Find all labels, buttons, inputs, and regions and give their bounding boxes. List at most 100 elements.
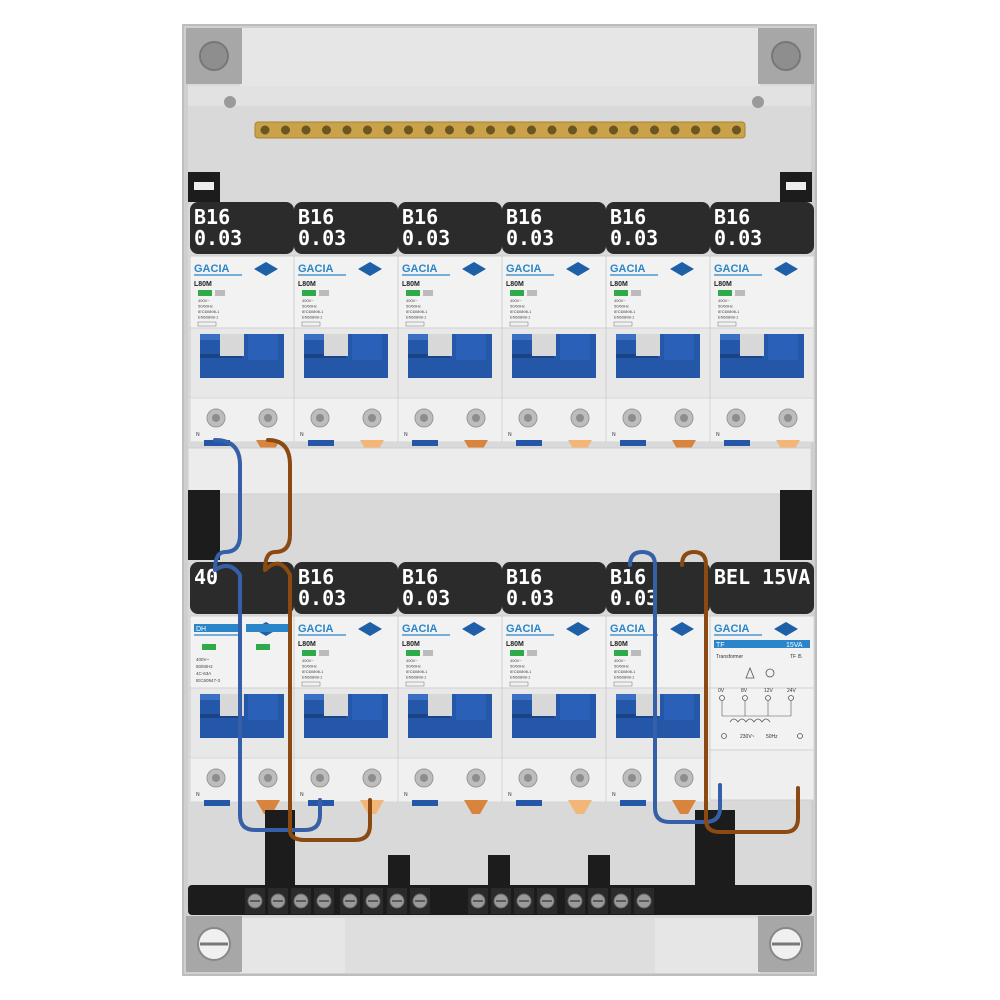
terminal-screw xyxy=(537,888,557,914)
brand-diamond-icon xyxy=(358,622,382,636)
brand-diamond-icon xyxy=(462,262,486,276)
terminal-screw xyxy=(310,408,330,428)
brand-logo: GACIA xyxy=(714,623,750,635)
brand-diamond-icon xyxy=(358,262,382,276)
spec-text: EN60898-1 xyxy=(510,315,531,320)
tap-label: 0V xyxy=(718,688,725,694)
label-sensitivity: 0.03 xyxy=(610,586,658,610)
spec-text: EN60898-1 xyxy=(302,675,323,680)
toggle-lever[interactable] xyxy=(242,694,284,738)
brand-logo: GACIA xyxy=(298,263,334,275)
status-indicator xyxy=(510,650,524,656)
spec-text: 50/60Hz xyxy=(198,304,213,309)
busbar-hole xyxy=(404,125,413,135)
toggle-lever[interactable] xyxy=(658,334,700,378)
corner-screws xyxy=(186,28,814,972)
top-breaker-row: B160.03GACIAL80M400V~50/60HzIEC60898-1EN… xyxy=(189,202,815,454)
brand-logo: GACIA xyxy=(610,623,646,635)
spec-text: IEC60898-1 xyxy=(510,309,532,314)
terminal-screw xyxy=(291,888,311,914)
neutral-comb-tooth xyxy=(412,800,438,806)
spec-text: 50/60Hz xyxy=(718,304,733,309)
brand-logo: GACIA xyxy=(402,623,438,635)
neutral-label: N xyxy=(404,432,408,438)
phase-comb-tooth xyxy=(568,800,592,814)
spec-text: 400V~ xyxy=(406,298,418,303)
neutral-comb-tooth xyxy=(204,800,230,806)
busbar-hole xyxy=(650,125,659,135)
busbar-hole xyxy=(506,125,516,135)
busbar-hole xyxy=(260,125,270,135)
status-indicator xyxy=(406,290,420,296)
device-rcbo: B160.03GACIAL80M400V~50/60HzIEC60898-1EN… xyxy=(501,202,607,454)
busbar-hole xyxy=(732,125,741,135)
label-rating: B16 xyxy=(506,565,542,589)
toggle-lever[interactable] xyxy=(554,334,596,378)
terminal-screw xyxy=(245,888,265,914)
label-sensitivity: 0.03 xyxy=(714,226,762,250)
busbar-hole xyxy=(342,125,352,135)
toggle-lever[interactable] xyxy=(658,694,700,738)
neutral-terminal-bar xyxy=(188,810,812,915)
terminal-screw xyxy=(206,408,226,428)
neutral-label: N xyxy=(196,792,200,798)
toggle-lever[interactable] xyxy=(762,334,804,378)
device-rcbo: B160.03GACIAL80M400V~50/60HzIEC60898-1EN… xyxy=(293,562,399,814)
toggle-lever[interactable] xyxy=(450,694,492,738)
label-rating: BEL 15VA xyxy=(714,565,810,589)
brand-logo: GACIA xyxy=(298,623,334,635)
model-code: L80M xyxy=(298,281,316,288)
toggle-lever[interactable] xyxy=(554,694,596,738)
neutral-comb-tooth xyxy=(516,440,542,446)
toggle-lever[interactable] xyxy=(346,694,388,738)
spec-text: EN60898-1 xyxy=(614,675,635,680)
busbar-hole xyxy=(486,125,495,135)
rating-badge: 15VA xyxy=(786,642,803,649)
label-rating: B16 xyxy=(298,205,334,229)
terminal-screw xyxy=(622,408,642,428)
spec-text: 50/60Hz xyxy=(302,664,317,669)
device-rcbo: B160.03GACIAL80M400V~50/60HzIEC60898-1EN… xyxy=(189,202,295,454)
toggle-lever[interactable] xyxy=(450,334,492,378)
spec-text: 400V~ xyxy=(302,298,314,303)
terminal-screw xyxy=(514,888,534,914)
status-indicator xyxy=(198,290,212,296)
toggle-lever[interactable] xyxy=(242,334,284,378)
brand-diamond-icon xyxy=(774,622,798,636)
spec-text: IEC60898-1 xyxy=(510,669,532,674)
phase-comb-tooth xyxy=(672,800,696,814)
status-indicator xyxy=(302,290,316,296)
neutral-label: N xyxy=(508,792,512,798)
busbar-hole xyxy=(691,125,700,135)
tap-label: 8V xyxy=(741,688,748,694)
brand-diamond-icon xyxy=(254,262,278,276)
terminal-screw xyxy=(588,888,608,914)
spec-text: 400V~ xyxy=(718,298,730,303)
label-rating: B16 xyxy=(402,565,438,589)
spec-text: EN60898-1 xyxy=(406,315,427,320)
busbar-hole xyxy=(301,125,311,135)
terminal-screw xyxy=(468,888,488,914)
spec-text: 50/60Hz xyxy=(406,664,421,669)
label-sensitivity: 0.03 xyxy=(506,226,554,250)
device-rcbo: B160.03GACIAL80M400V~50/60HzIEC60898-1EN… xyxy=(605,202,711,454)
brand-diamond-icon xyxy=(774,262,798,276)
spec-text: 400V~ xyxy=(198,298,210,303)
model-code: L80M xyxy=(194,281,212,288)
busbar-hole xyxy=(322,125,331,135)
busbar-hole xyxy=(465,125,475,135)
spec-text: EN60898-1 xyxy=(198,315,219,320)
terminal-screw xyxy=(565,888,585,914)
spec-text: 50/60Hz xyxy=(510,304,525,309)
terminal-screw xyxy=(362,408,382,428)
neutral-comb-tooth xyxy=(516,800,542,806)
terminal-screw xyxy=(363,888,383,914)
toggle-lever[interactable] xyxy=(346,334,388,378)
model-code: L80M xyxy=(610,641,628,648)
busbar-hole xyxy=(547,125,557,135)
